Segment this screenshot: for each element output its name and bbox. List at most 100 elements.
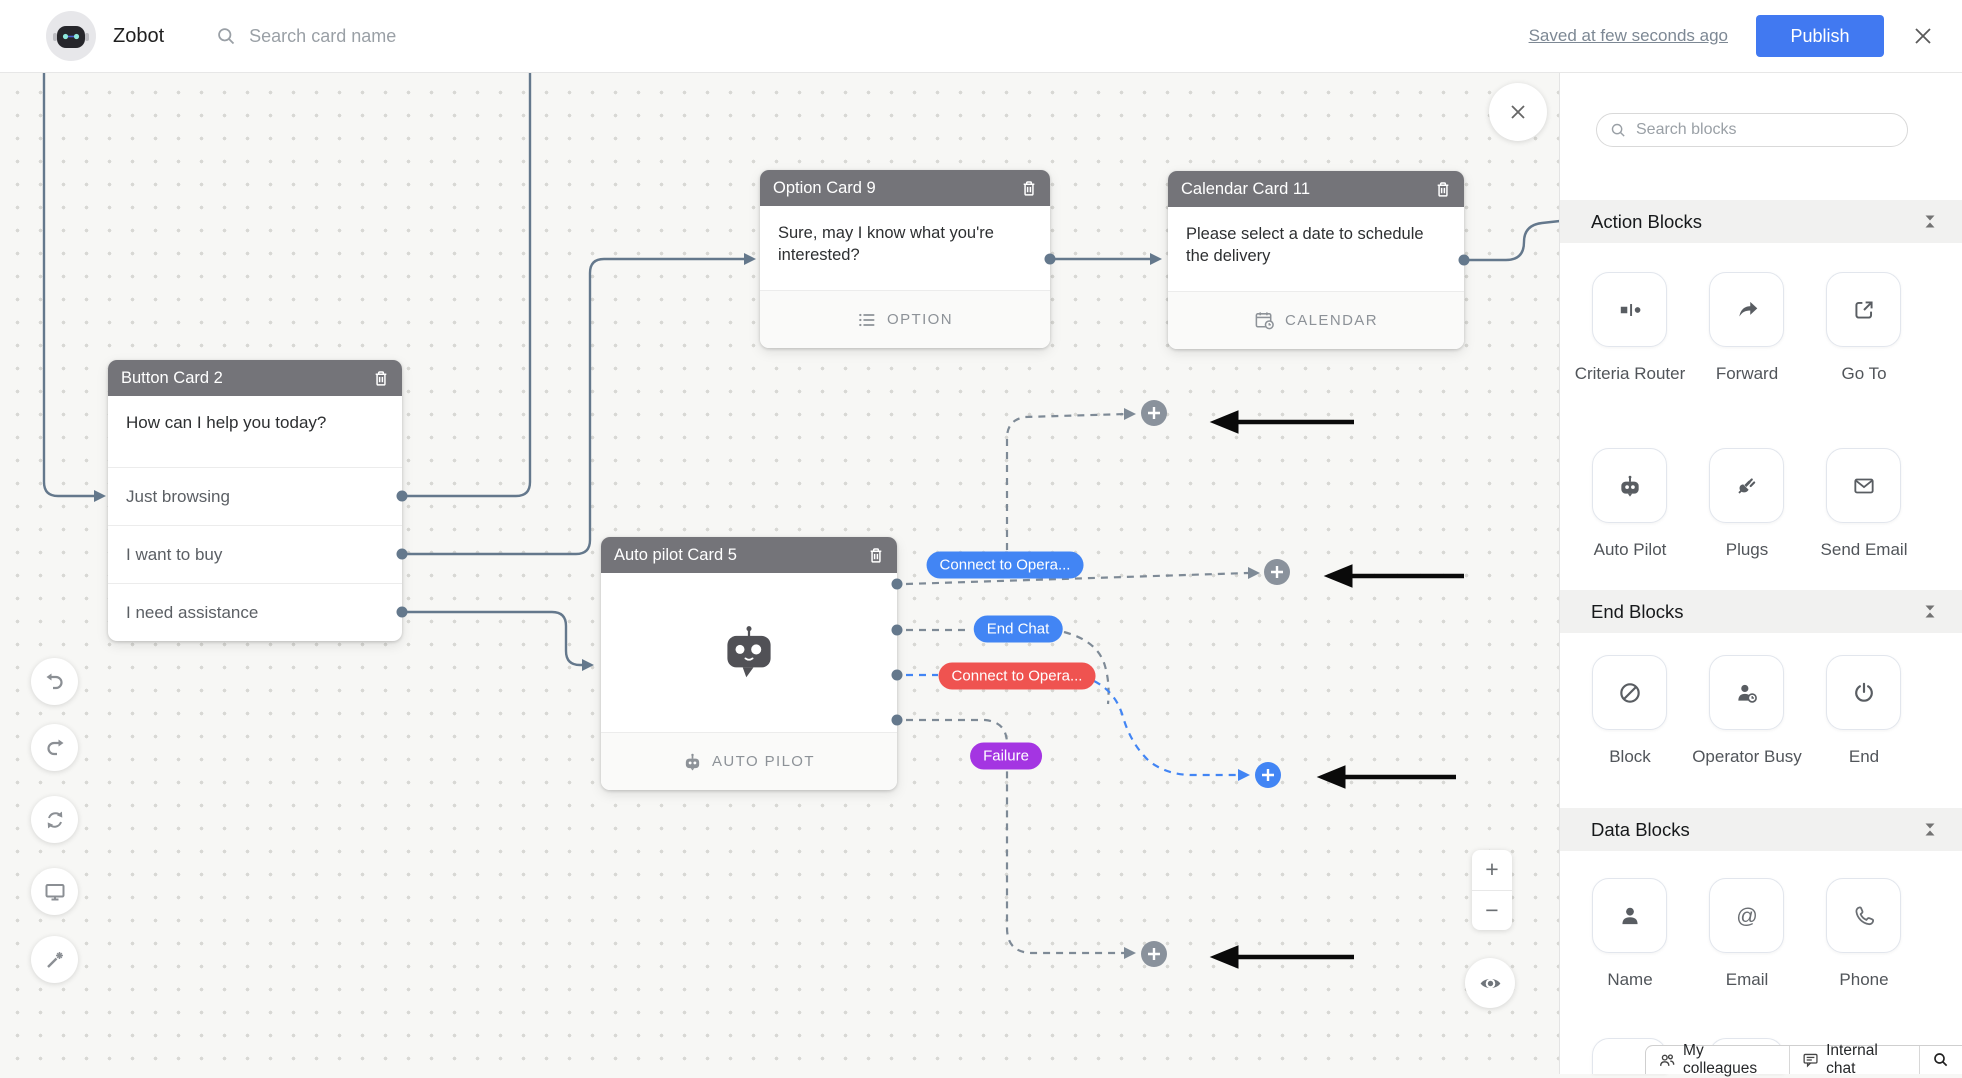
publish-button[interactable]: Publish [1756,15,1884,57]
button-option-row[interactable]: I need assistance [108,583,402,641]
magic-wand-button[interactable] [31,936,78,983]
block-label: Plugs [1687,539,1807,560]
saved-status-link[interactable]: Saved at few seconds ago [1529,26,1728,46]
block-label: Phone [1804,969,1924,990]
card-title: Calendar Card 11 [1181,180,1435,199]
autopilot-card[interactable]: Auto pilot Card 5 AUTO PILOT [601,537,897,790]
search-blocks-input[interactable] [1636,121,1894,139]
connection-label[interactable]: End Chat [974,616,1063,643]
operator-busy-icon [1734,680,1760,706]
connection-label[interactable]: Failure [970,743,1042,770]
collapse-icon[interactable] [1923,214,1937,229]
block-icon [1617,680,1643,706]
redo-button[interactable] [31,724,78,771]
email-icon: @ [1732,901,1762,931]
trash-icon[interactable] [1435,181,1451,198]
block-auto-pilot[interactable] [1592,448,1667,523]
card-header[interactable]: Calendar Card 11 [1168,171,1464,207]
block-label: Forward [1687,363,1807,384]
button-card[interactable]: Button Card 2 How can I help you today? … [108,360,402,641]
search-card-input[interactable] [249,26,569,47]
block-phone[interactable] [1826,878,1901,953]
internal-chat-button[interactable]: Internal chat [1790,1046,1919,1074]
button-option-row[interactable]: I want to buy [108,525,402,583]
svg-text:@: @ [1736,903,1758,927]
sync-icon [43,808,67,832]
preview-button[interactable] [1465,958,1515,1008]
collapse-icon[interactable] [1923,604,1937,619]
blocks-sidebar: Action Blocks Criteria Router Forward Go… [1559,73,1962,1074]
calendar-card[interactable]: Calendar Card 11 Please select a date to… [1168,171,1464,349]
magic-wand-icon [43,948,67,972]
card-type-footer: AUTO PILOT [601,732,897,790]
button-option-row[interactable]: Just browsing [108,467,402,525]
trash-icon[interactable] [373,370,389,387]
card-header[interactable]: Auto pilot Card 5 [601,537,897,573]
block-label: Send Email [1804,539,1924,560]
trash-icon[interactable] [868,547,884,564]
card-type-footer: OPTION [760,290,1050,348]
top-bar: Zobot Saved at few seconds ago Publish [0,0,1962,73]
send-email-icon [1851,473,1877,499]
card-message: Please select a date to schedule the del… [1168,207,1464,268]
undo-icon [43,670,67,694]
search-icon [1932,1051,1950,1069]
block-send-email[interactable] [1826,448,1901,523]
search-icon [1610,122,1627,139]
block-label: Go To [1804,363,1924,384]
collapse-icon[interactable] [1923,822,1937,837]
block-forward[interactable] [1709,272,1784,347]
option-card[interactable]: Option Card 9 Sure, may I know what you'… [760,170,1050,348]
block-block[interactable] [1592,655,1667,730]
plugs-icon [1734,473,1760,499]
block-label: End [1804,746,1924,767]
redo-icon [43,736,67,760]
card-type-label: OPTION [887,311,953,328]
block-label: Operator Busy [1687,746,1807,767]
my-colleagues-button[interactable]: My colleagues [1646,1046,1789,1074]
search-button[interactable] [1920,1046,1962,1074]
connection-label[interactable]: Connect to Opera... [927,552,1084,579]
preview-screen-button[interactable] [31,868,78,915]
monitor-icon [43,880,67,904]
close-panel-button[interactable] [1489,83,1547,141]
zoom-in-button[interactable]: + [1472,850,1512,891]
card-type-label: CALENDAR [1285,312,1378,329]
section-header-action-blocks[interactable]: Action Blocks [1560,200,1962,243]
block-label: Name [1570,969,1690,990]
zoom-controls: + − [1472,850,1512,930]
card-title: Button Card 2 [121,369,373,388]
card-title: Auto pilot Card 5 [614,546,868,565]
card-search [216,26,569,47]
block-end[interactable] [1826,655,1901,730]
section-header-data-blocks[interactable]: Data Blocks [1560,808,1962,851]
block-go-to[interactable] [1826,272,1901,347]
go-to-icon [1851,297,1877,323]
undo-button[interactable] [31,658,78,705]
close-icon [1912,25,1934,47]
bot-avatar [46,11,96,61]
auto-pilot-icon [1617,473,1643,499]
sync-button[interactable] [31,796,78,843]
block-plugs[interactable] [1709,448,1784,523]
section-header-end-blocks[interactable]: End Blocks [1560,590,1962,633]
card-message: Sure, may I know what you're interested? [760,206,1050,267]
criteria-router-icon [1617,297,1643,323]
collaboration-bar: My colleagues Internal chat [1645,1045,1962,1074]
phone-icon [1851,903,1876,928]
block-label: Auto Pilot [1570,539,1690,560]
eye-icon [1478,971,1503,996]
card-body [601,573,897,732]
block-criteria-router[interactable] [1592,272,1667,347]
chat-icon [1802,1051,1819,1069]
close-builder-button[interactable] [1908,21,1938,51]
trash-icon[interactable] [1021,180,1037,197]
block-name[interactable] [1592,878,1667,953]
block-email[interactable]: @ [1709,878,1784,953]
card-header[interactable]: Option Card 9 [760,170,1050,206]
block-label: Criteria Router [1570,363,1690,384]
block-operator-busy[interactable] [1709,655,1784,730]
connection-label[interactable]: Connect to Opera... [939,663,1096,690]
zoom-out-button[interactable]: − [1472,891,1512,931]
card-header[interactable]: Button Card 2 [108,360,402,396]
